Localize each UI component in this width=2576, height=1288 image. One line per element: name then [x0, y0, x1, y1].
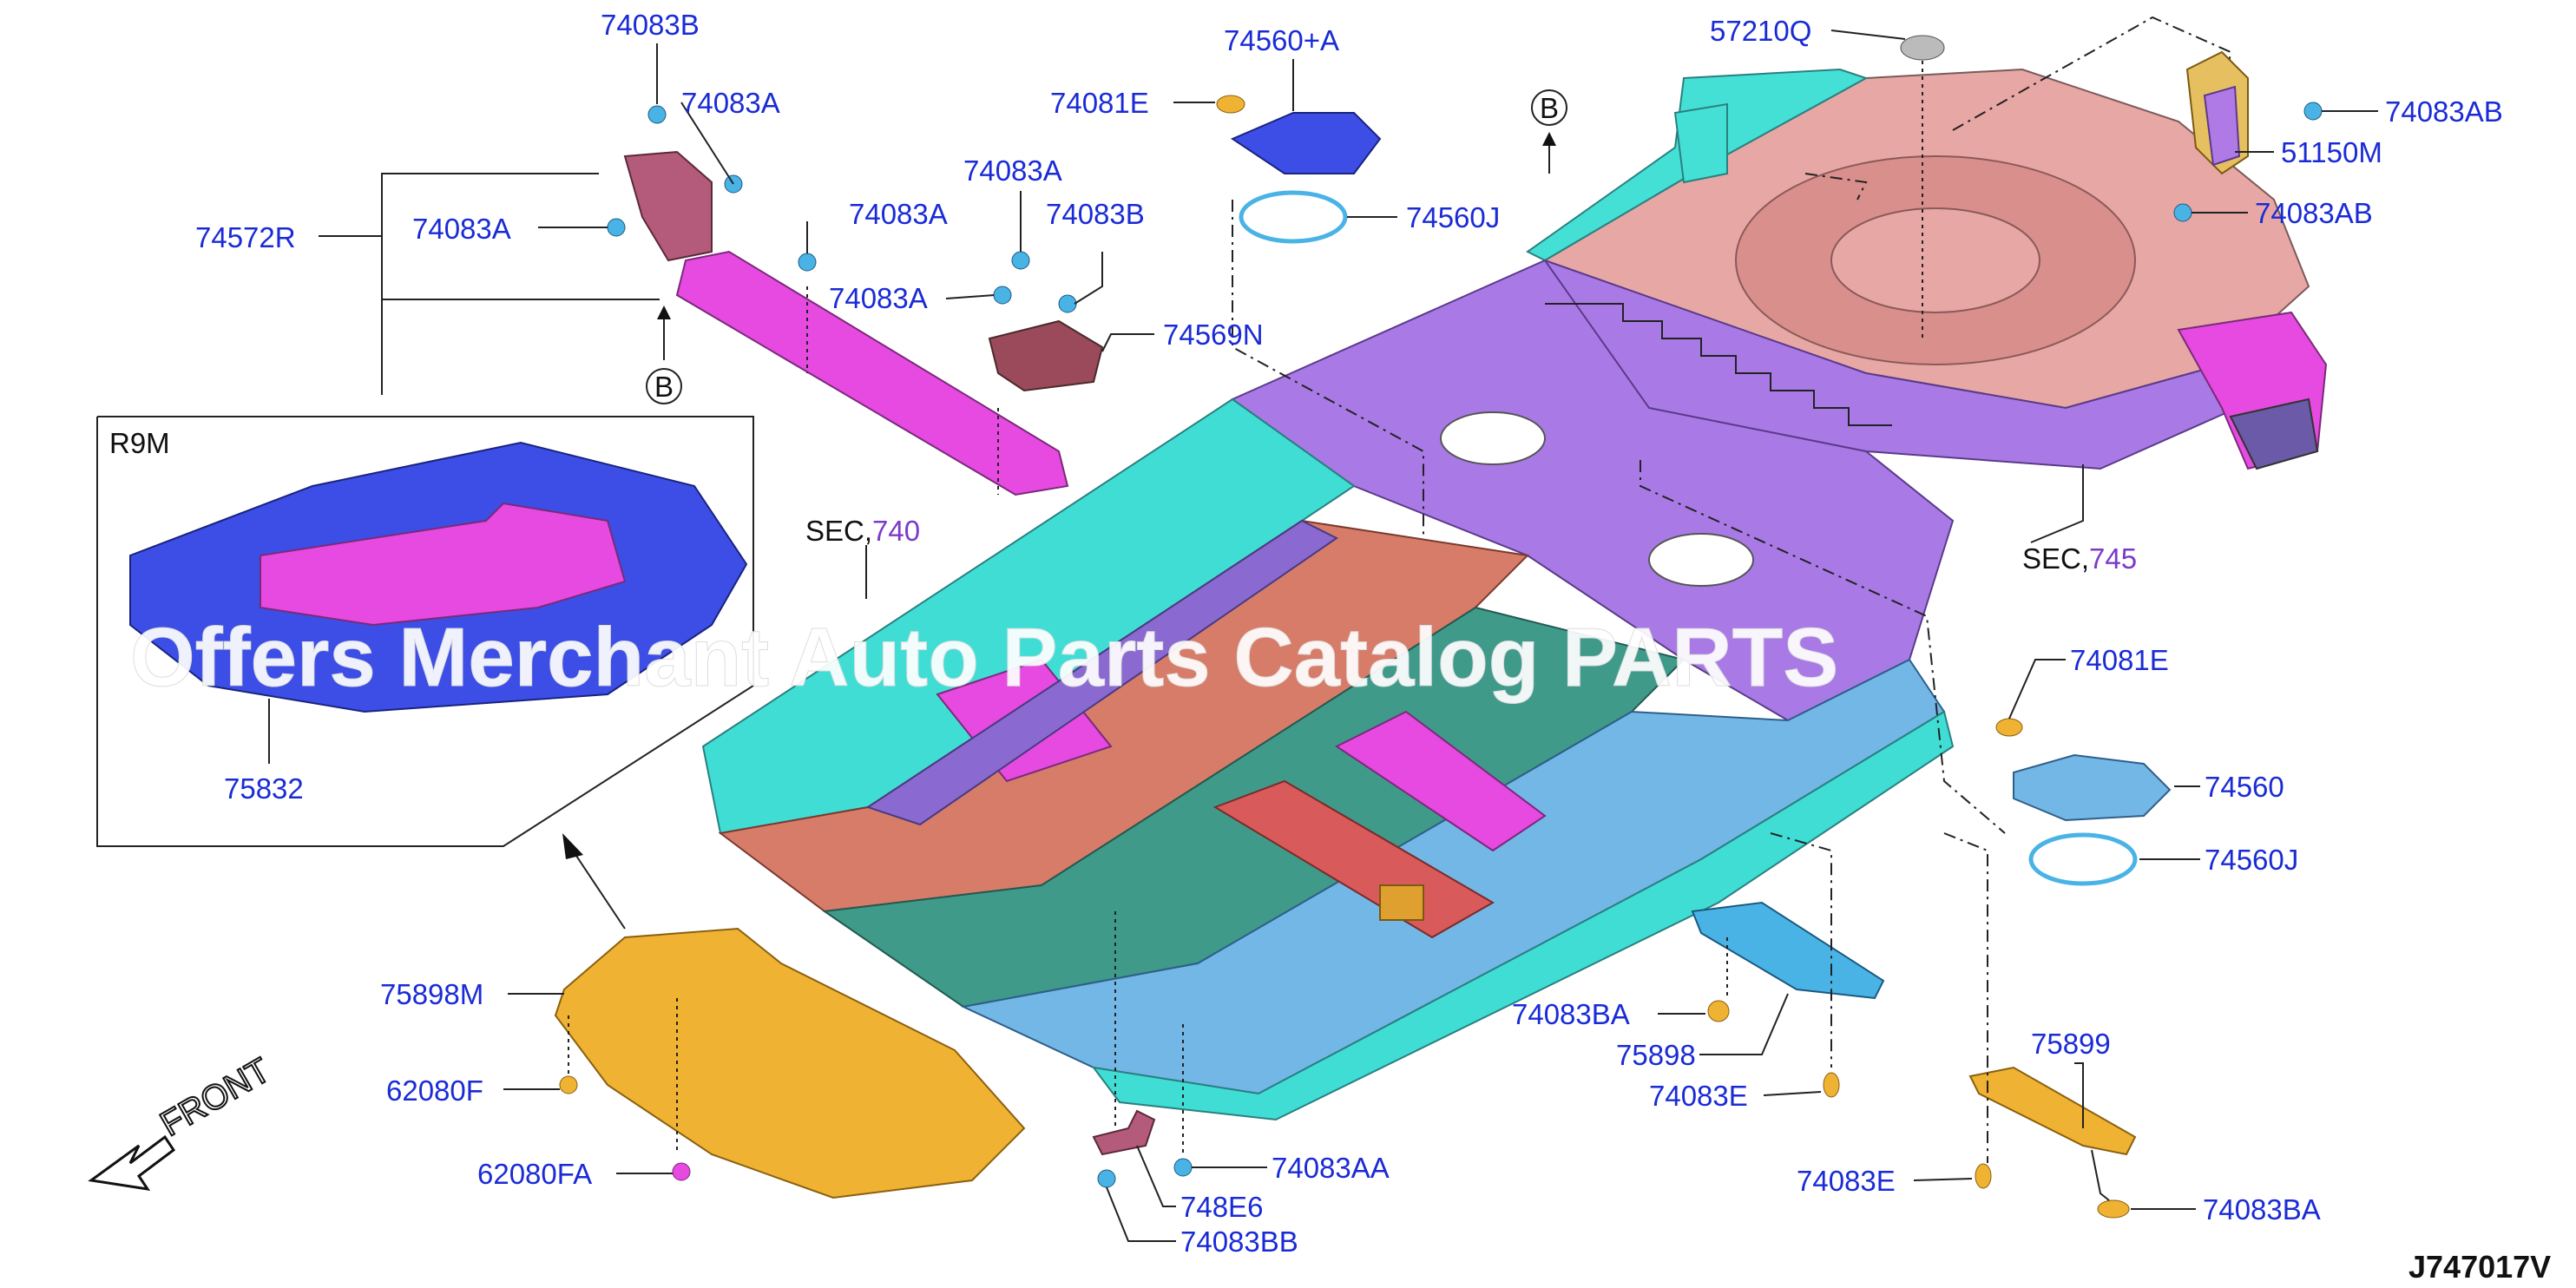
callout-62080FA: 62080FA [477, 1158, 592, 1190]
plug-cover-74560 [2013, 753, 2172, 822]
view-marker-b-right: B [1540, 92, 1559, 124]
bolt-62080F [559, 1075, 578, 1094]
bracket-75899 [1968, 1066, 2137, 1156]
bolt-74083AB-top [2303, 102, 2323, 121]
watermark-text: Offers Merchant Auto Parts Catalog PARTS [130, 611, 1838, 704]
callout-74083B-mid: 74083B [1046, 198, 1145, 230]
callout-74083A-mid3: 74083A [829, 282, 928, 314]
inset-frame [96, 416, 754, 847]
callout-748E6: 748E6 [1180, 1191, 1263, 1223]
front-under-cover [554, 927, 1026, 1199]
grommet-74081E [1216, 95, 1245, 114]
floor-hole-2 [1648, 533, 1754, 587]
callout-74083BB: 74083BB [1180, 1226, 1298, 1258]
callout-57210Q: 57210Q [1710, 15, 1811, 47]
rear-rail-reinforcement [675, 250, 1069, 496]
callout-74083AB-bottom: 74083AB [2255, 197, 2373, 229]
clip-74083E-mid [1823, 1072, 1840, 1098]
grommet-74083BA-right [2097, 1199, 2130, 1219]
plug-cover-74560-a [1230, 112, 1382, 174]
callout-74560: 74560 [2205, 771, 2284, 803]
tunnel-bracket-74572R [623, 150, 713, 262]
grommet-74083BA-mid [1707, 1000, 1730, 1022]
sec-740-reference: SEC,740 [805, 515, 920, 547]
callout-75899: 75899 [2031, 1028, 2111, 1060]
callout-74083AA: 74083AA [1272, 1152, 1390, 1184]
clip-74083E-right [1975, 1163, 1992, 1189]
front-direction-indicator: FRONT [88, 1050, 278, 1192]
bolt-74083AB-bot [2173, 203, 2192, 222]
bolt-74083A-mid2 [1011, 251, 1030, 270]
callout-62080F: 62080F [386, 1074, 483, 1107]
seal-74560J-top [1239, 190, 1348, 244]
bracket-74569N [988, 319, 1104, 392]
callout-74083E-mid: 74083E [1649, 1080, 1748, 1112]
inset-label: R9M [109, 427, 170, 459]
bolt-74083A-mid3 [993, 286, 1012, 305]
callout-74083A-left: 74083A [412, 213, 511, 245]
callout-75898M: 75898M [380, 978, 483, 1010]
floor-assembly [701, 68, 2328, 1121]
upper-left-parts [607, 105, 1104, 496]
callout-74083BA-right: 74083BA [2203, 1193, 2321, 1226]
bolt-74083A-left [607, 218, 626, 237]
callout-74560J-bottom: 74560J [2205, 844, 2298, 876]
floor-bracket [1379, 884, 1424, 921]
callout-74083B-top: 74083B [601, 9, 700, 41]
callout-74083A-mid2: 74083A [963, 154, 1062, 187]
callout-75832: 75832 [224, 772, 304, 805]
bolt-74083B-mid [1058, 294, 1077, 313]
callout-74081E-right: 74081E [2070, 644, 2169, 676]
callout-74083AB-top: 74083AB [2385, 95, 2503, 128]
bolt-74083A-mid [798, 253, 817, 272]
grommet-74081E-right [1995, 718, 2023, 737]
bracket-748E6 [1092, 1109, 1156, 1156]
inset-r9m: R9M 75832 [96, 416, 754, 847]
under-cover-r9m-pad [260, 502, 627, 627]
bolt-74083AA [1173, 1158, 1193, 1177]
bolt-74083B-top [647, 105, 667, 124]
sec-745-reference: SEC,745 [2022, 542, 2137, 575]
side-sill-right [1091, 710, 1955, 1121]
callout-74083E-right: 74083E [1797, 1165, 1896, 1197]
callout-74572R: 74572R [195, 221, 296, 253]
bracket-75898 [1691, 901, 1885, 1000]
callout-74560-a: 74560+A [1224, 24, 1339, 56]
callout-74081E: 74081E [1050, 87, 1149, 119]
callout-75898: 75898 [1616, 1039, 1696, 1071]
bolt-74083BB [1097, 1169, 1116, 1188]
floor-tunnel [865, 519, 1338, 826]
bolt-62080FA [672, 1162, 691, 1181]
view-marker-b-left: B [654, 371, 674, 403]
callout-74083BA-mid: 74083BA [1512, 998, 1630, 1030]
callout-74083A-mid: 74083A [849, 198, 948, 230]
front-crossmember-2 [1335, 710, 1547, 852]
callout-74083A-top: 74083A [681, 87, 780, 119]
floor-hole-1 [1440, 411, 1546, 465]
grommet-57210Q [1900, 35, 1945, 61]
front-label: FRONT [154, 1051, 277, 1144]
drawing-code: J747017V [2408, 1249, 2551, 1285]
seal-74560J-bottom [2028, 832, 2138, 886]
callout-74569N: 74569N [1163, 319, 1264, 351]
callout-51150M: 51150M [2281, 136, 2382, 168]
callout-74560J-top: 74560J [1406, 201, 1500, 233]
callout-labels: 74083B 74083A 74572R 74083A 74083A 74083… [195, 9, 2503, 1258]
